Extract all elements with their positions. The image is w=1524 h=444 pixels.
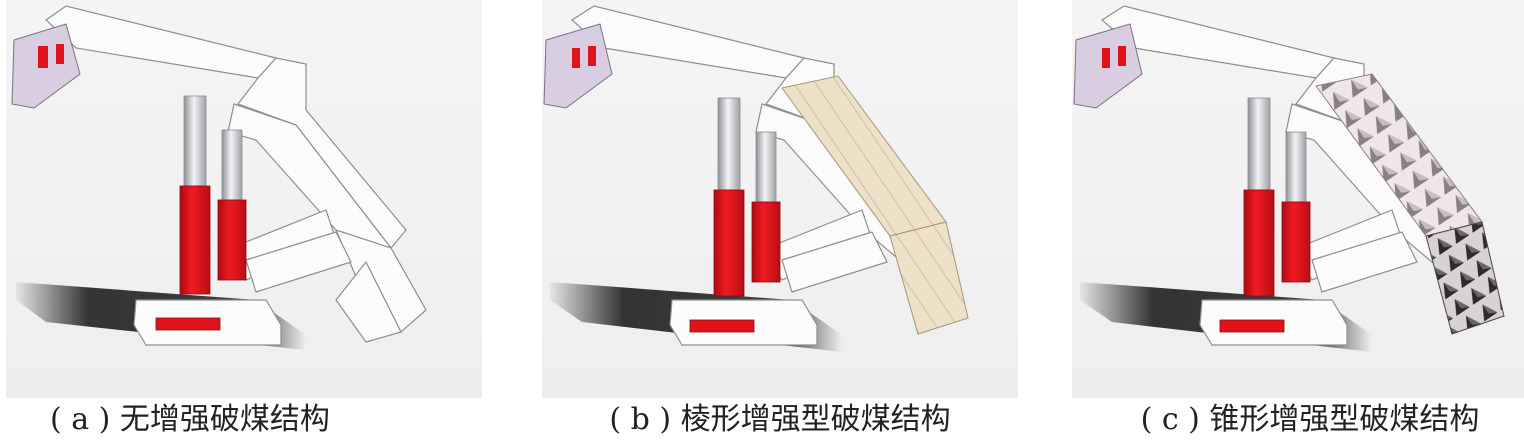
caption-c: ( c ) 锥形增强型破煤结构 bbox=[1140, 402, 1480, 437]
figure-a: ( a ) 无增强破煤结构 bbox=[6, 0, 482, 444]
figure-c: ( c ) 锥形增强型破煤结构 bbox=[1072, 0, 1524, 444]
support-model-a bbox=[11, 5, 427, 350]
support-model-b bbox=[543, 5, 969, 352]
hydraulic-cylinder-left bbox=[713, 97, 745, 297]
support-model-c bbox=[1073, 5, 1505, 352]
hydraulic-cylinder-right bbox=[1281, 131, 1311, 283]
render-b bbox=[542, 0, 1018, 398]
render-c bbox=[1072, 0, 1524, 398]
figure-b: ( b ) 棱形增强型破煤结构 bbox=[542, 0, 1018, 444]
base-cylinder bbox=[1219, 319, 1285, 333]
side-plate bbox=[1073, 23, 1143, 109]
side-plate bbox=[543, 23, 613, 109]
caption-a: ( a ) 无增强破煤结构 bbox=[50, 402, 330, 437]
side-plate bbox=[11, 23, 81, 109]
caption-b: ( b ) 棱形增强型破煤结构 bbox=[609, 402, 951, 437]
hydraulic-cylinder-left bbox=[179, 95, 211, 295]
cone-enhancement-plate-lower bbox=[1425, 221, 1505, 335]
prism-enhancement-plate-lower bbox=[889, 221, 969, 335]
hydraulic-support-frame bbox=[45, 5, 427, 346]
hydraulic-cylinder-left bbox=[1243, 97, 1275, 297]
hydraulic-cylinder-right bbox=[217, 129, 247, 281]
base-cylinder bbox=[155, 317, 221, 331]
render-a bbox=[6, 0, 482, 398]
hydraulic-cylinder-right bbox=[751, 131, 781, 283]
base-cylinder bbox=[689, 319, 755, 333]
